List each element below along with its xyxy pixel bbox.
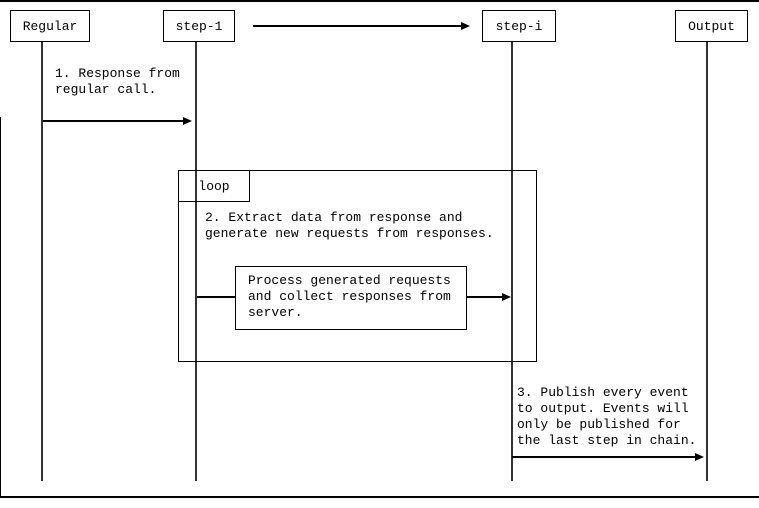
message-1-arrow-head-icon	[183, 117, 192, 125]
page-border-bottom	[0, 496, 759, 498]
actor-box-step-1: step-1	[163, 10, 235, 42]
actor-label-regular: Regular	[22, 18, 78, 34]
note-3: 3. Publish every event to output. Events…	[517, 385, 697, 448]
message-3-arrow-head-icon	[695, 453, 704, 461]
loop-label-box: loop	[178, 170, 250, 202]
actor-label-output: Output	[688, 18, 735, 34]
note-1: 1. Response from regular call.	[55, 66, 180, 97]
loop-frame	[178, 170, 537, 362]
lifeline-regular	[41, 42, 43, 481]
chain-arrow-line	[253, 25, 461, 27]
chain-arrow-head-icon	[461, 22, 470, 30]
loop-label: loop	[198, 178, 230, 194]
process-in-line	[197, 296, 235, 298]
process-out-arrow-head-icon	[502, 293, 511, 301]
message-3-line	[512, 456, 695, 458]
lifeline-step-1	[195, 42, 197, 481]
actor-label-step-1: step-1	[175, 18, 223, 34]
process-box: Process generated requests and collect r…	[235, 266, 467, 330]
lifeline-output	[706, 42, 708, 481]
message-1-line	[43, 120, 183, 122]
actor-box-regular: Regular	[10, 10, 90, 42]
actor-label-step-i: step-i	[495, 18, 543, 34]
note-2: 2. Extract data from response and genera…	[205, 210, 494, 241]
page-border-left	[0, 117, 1, 498]
page-border-top	[0, 0, 759, 2]
process-out-line	[466, 296, 502, 298]
actor-box-output: Output	[675, 10, 748, 42]
lifeline-step-i	[511, 42, 513, 481]
actor-box-step-i: step-i	[482, 10, 556, 42]
